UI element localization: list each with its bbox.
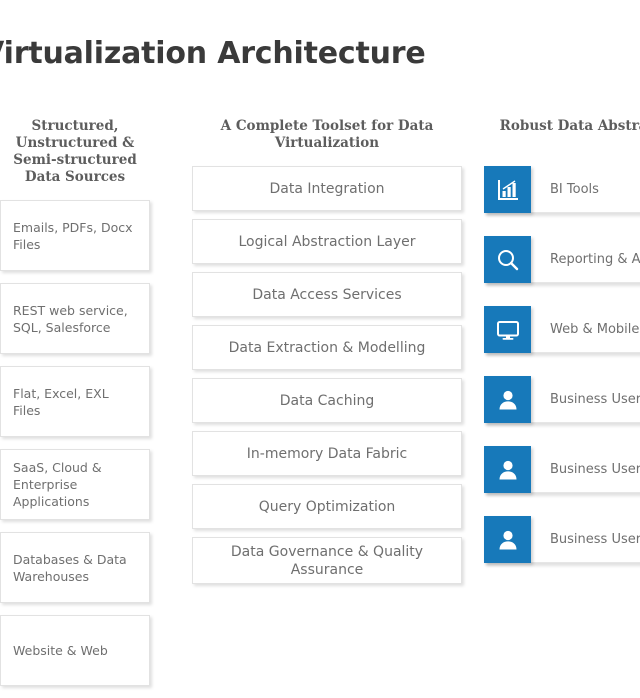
bar-chart-icon: [484, 166, 531, 213]
toolset-card[interactable]: Logical Abstraction Layer: [192, 219, 462, 264]
data-source-label-line1: SaaS, Cloud &: [13, 460, 102, 475]
monitor-icon: [484, 306, 531, 353]
toolset-card[interactable]: Data Integration: [192, 166, 462, 211]
data-source-card[interactable]: Emails, PDFs, Docx Files: [0, 200, 150, 271]
consumer-label: Business Users: [550, 392, 640, 407]
consumer-row[interactable]: Business Users: [484, 516, 640, 563]
data-source-label-line2: SQL, Salesforce: [13, 319, 111, 335]
column-header-toolset: A Complete Toolset for Data Virtualizati…: [220, 118, 434, 151]
toolset-label: Query Optimization: [258, 498, 396, 515]
page-title: Data Virtualization Architecture: [0, 36, 426, 71]
data-source-label-line1: Website & Web: [13, 643, 108, 658]
toolset-label: Data Caching: [279, 392, 375, 409]
toolset-label: Data Extraction & Modelling: [228, 339, 426, 356]
slide-canvas: Data Virtualization Architecture Structu…: [0, 36, 640, 686]
consumer-row[interactable]: Reporting & Analytics: [484, 236, 640, 283]
toolset-card[interactable]: Data Governance & Quality Assurance: [192, 537, 462, 584]
toolset-card[interactable]: Data Extraction & Modelling: [192, 325, 462, 370]
toolset-card[interactable]: In-memory Data Fabric: [192, 431, 462, 476]
data-source-label-line2: Enterprise Applications: [13, 477, 90, 509]
user-icon: [484, 516, 531, 563]
toolset-label: Data Integration: [269, 180, 385, 197]
data-source-card[interactable]: REST web service, SQL, Salesforce: [0, 283, 150, 354]
search-icon: [484, 236, 531, 283]
consumer-row[interactable]: Web & Mobile Apps: [484, 306, 640, 353]
consumer-row[interactable]: Business Users: [484, 376, 640, 423]
data-source-card[interactable]: Databases & Data Warehouses: [0, 532, 150, 603]
toolset-label: Logical Abstraction Layer: [238, 233, 416, 250]
data-source-label-line1: Emails, PDFs, Docx: [13, 219, 133, 235]
user-icon: [484, 376, 531, 423]
consumer-label: BI Tools: [550, 182, 599, 197]
toolset-label: Data Access Services: [252, 286, 402, 303]
data-source-card[interactable]: SaaS, Cloud & Enterprise Applications: [0, 449, 150, 520]
data-source-label-line2: Files: [13, 236, 41, 252]
toolset-card[interactable]: Data Access Services: [192, 272, 462, 317]
data-source-label-line2: Warehouses: [13, 568, 89, 584]
data-source-label-line1: Databases & Data: [13, 551, 127, 567]
column-consumers: Robust Data Abstraction Layer BI Tools: [484, 118, 640, 586]
column-data-sources: Structured, Unstructured & Semi-structur…: [0, 118, 150, 698]
toolset-label: In-memory Data Fabric: [246, 445, 408, 462]
toolset-label: Data Governance & Quality: [230, 543, 424, 560]
column-header-consumers: Robust Data Abstraction Layer: [499, 118, 640, 134]
data-source-label-line1: REST web service,: [13, 302, 128, 318]
consumer-row[interactable]: Business Users: [484, 446, 640, 493]
toolset-label-line2: Assurance: [290, 561, 364, 578]
data-source-card[interactable]: Website & Web: [0, 615, 150, 686]
data-source-label-line1: Flat, Excel, EXL Files: [13, 385, 109, 418]
consumer-label: Reporting & Analytics: [550, 252, 640, 267]
consumer-row[interactable]: BI Tools: [484, 166, 640, 213]
consumer-label: Business Users: [550, 532, 640, 547]
toolset-card[interactable]: Query Optimization: [192, 484, 462, 529]
column-toolset: A Complete Toolset for Data Virtualizati…: [192, 118, 462, 592]
user-icon: [484, 446, 531, 493]
toolset-card[interactable]: Data Caching: [192, 378, 462, 423]
column-header-data-sources: Structured, Unstructured & Semi-structur…: [13, 118, 137, 185]
consumer-label: Web & Mobile Apps: [550, 322, 640, 337]
consumer-label: Business Users: [550, 462, 640, 477]
data-source-card[interactable]: Flat, Excel, EXL Files: [0, 366, 150, 437]
